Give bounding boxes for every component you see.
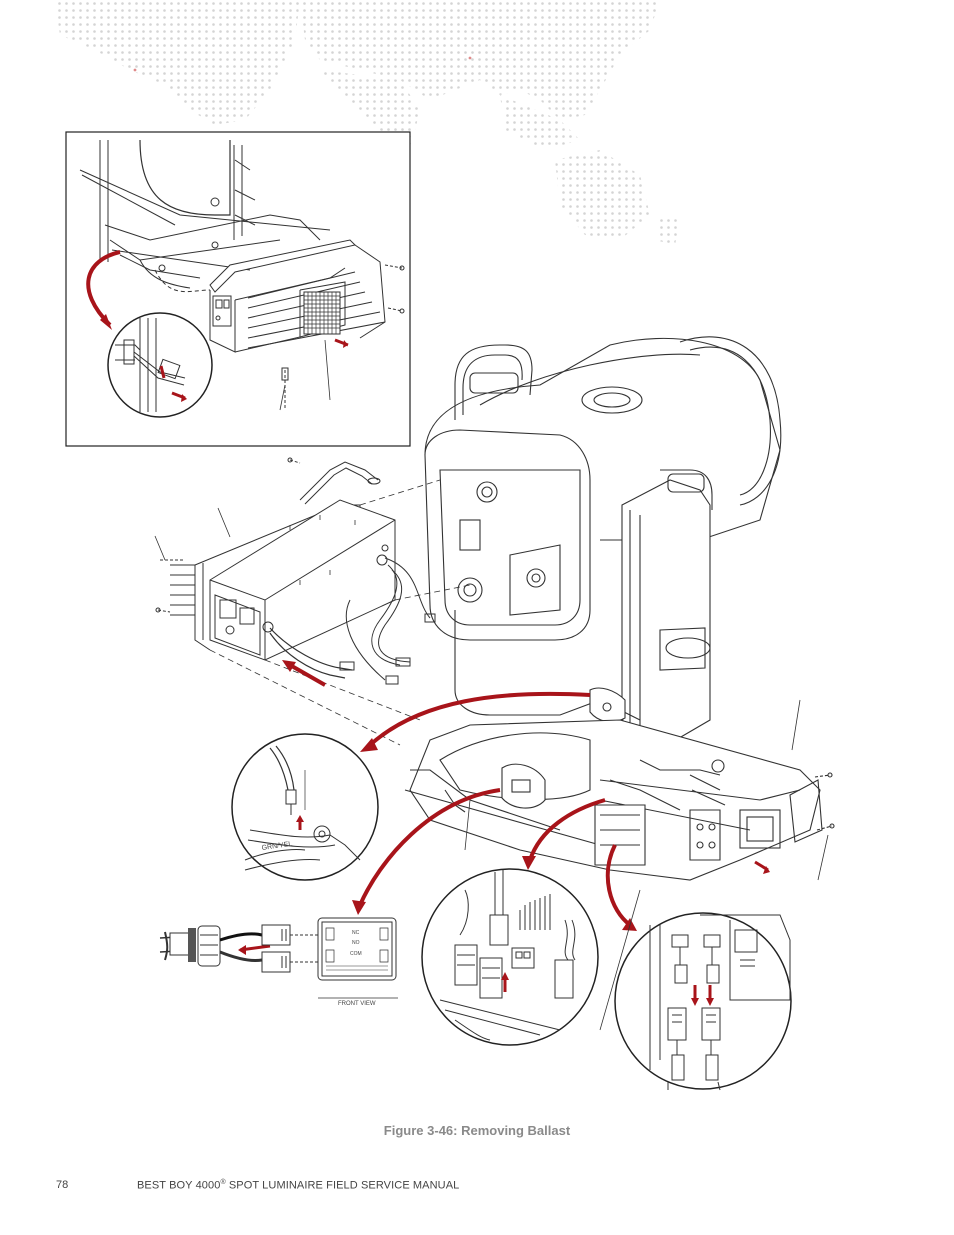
page-footer: 78 BEST BOY 4000® SPOT LUMINAIRE FIELD S… xyxy=(56,1179,898,1195)
manual-title: BEST BOY 4000® SPOT LUMINAIRE FIELD SERV… xyxy=(137,1179,459,1192)
detail-terminal-block xyxy=(599,889,792,1091)
page-number: 78 xyxy=(56,1179,69,1191)
label-no: NO xyxy=(352,940,360,946)
callout-arrows xyxy=(352,691,637,931)
label-com: COM xyxy=(350,951,362,957)
inset-ballast xyxy=(209,239,386,353)
luminaire-body xyxy=(404,336,835,881)
inset-connector-detail xyxy=(107,312,213,418)
inset-frame xyxy=(65,131,411,447)
wire-label-grn-yel: GRN/YEL xyxy=(261,841,293,852)
detail-front-view-plug: NC NO COM FRONT VIEW xyxy=(159,917,398,1007)
figure-caption: Figure 3-46: Removing Ballast xyxy=(383,1123,571,1138)
detail-pcb-connector xyxy=(421,868,599,1046)
detail-ground-connector: GRN/YEL xyxy=(231,733,379,881)
world-map-background xyxy=(55,0,680,245)
product-name: BEST BOY 4000 xyxy=(137,1179,221,1192)
ballast-removal-illustration: GRN/YEL NC NO COM FRONT VIEW xyxy=(65,131,835,1091)
removed-ballast xyxy=(154,457,471,746)
manual-title-text: SPOT LUMINAIRE FIELD SERVICE MANUAL xyxy=(225,1179,460,1192)
registered-mark: ® xyxy=(220,1179,226,1186)
label-nc: NC xyxy=(352,930,360,936)
label-front-view: FRONT VIEW xyxy=(338,1001,376,1007)
